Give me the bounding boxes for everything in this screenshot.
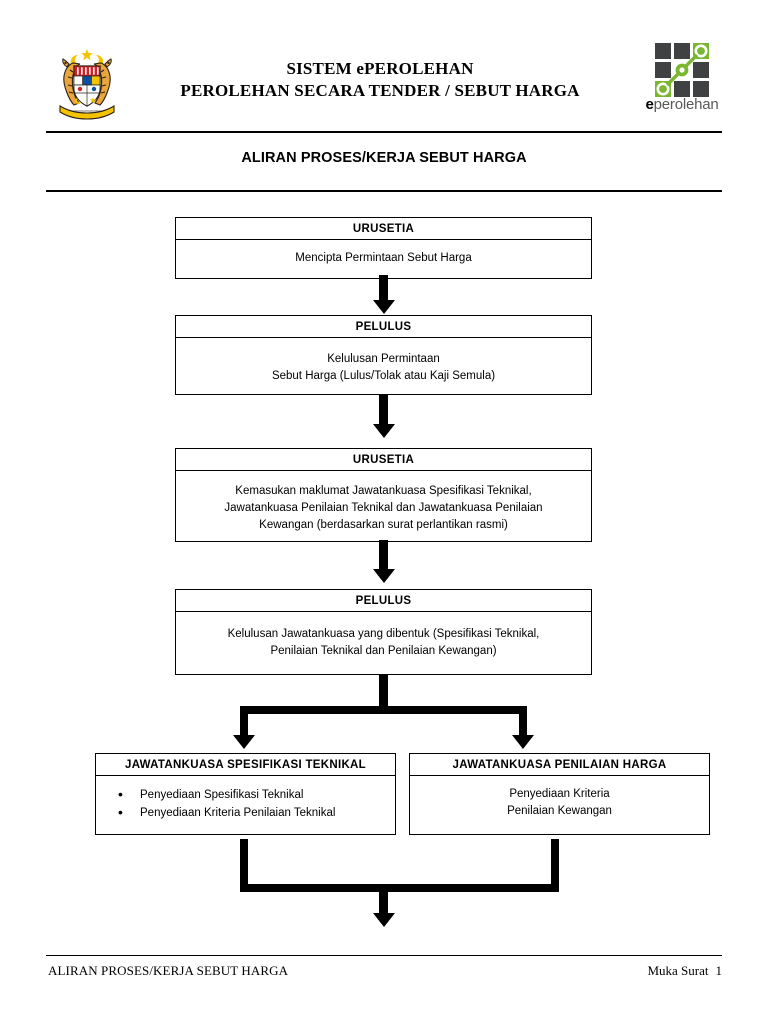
- connector-merge-left-stem: [240, 839, 248, 891]
- eperolehan-logo: eperolehan: [636, 42, 728, 114]
- eperolehan-wordmark-rest: perolehan: [653, 96, 719, 113]
- flow-box-body: Penyediaan Kriteria Penilaian Kewangan: [410, 776, 709, 834]
- connector-arrow-2: [372, 424, 395, 438]
- connector-split-right-leg: [519, 706, 527, 738]
- flow-box-header: URUSETIA: [176, 218, 591, 240]
- header-title-block: SISTEM ePEROLEHAN PEROLEHAN SECARA TENDE…: [130, 58, 630, 102]
- footer-divider: [46, 955, 722, 956]
- connector-line-1: [379, 275, 388, 303]
- eperolehan-wordmark: eperolehan: [636, 96, 728, 113]
- flow-box-header: PELULUS: [176, 590, 591, 612]
- footer-page-indicator: Muka Surat 1: [647, 963, 722, 979]
- flow-box-jk-spesifikasi-teknikal: JAWATANKUASA SPESIFIKASI TEKNIKAL Penyed…: [95, 753, 396, 835]
- connector-merge-out: [379, 884, 388, 916]
- flow-box-pelulus-2: PELULUS Kelulusan Jawatankuasa yang dibe…: [175, 589, 592, 675]
- flow-box-body-line: Kemasukan maklumat Jawatankuasa Spesifik…: [235, 485, 532, 497]
- flow-box-header: JAWATANKUASA SPESIFIKASI TEKNIKAL: [96, 754, 395, 776]
- header-title-line-1: SISTEM ePEROLEHAN: [286, 59, 474, 78]
- connector-merge-right-stem: [551, 839, 559, 891]
- connector-split-stem: [379, 674, 388, 710]
- flow-box-body: Kelulusan Permintaan Sebut Harga (Lulus/…: [176, 338, 591, 394]
- flow-box-body-line: Penilaian Kewangan: [507, 805, 612, 817]
- list-item: Penyediaan Kriteria Penilaian Teknikal: [110, 803, 385, 822]
- connector-merge-bar: [240, 884, 559, 892]
- flow-box-header: URUSETIA: [176, 449, 591, 471]
- connector-split-left-arrow: [233, 735, 255, 749]
- connector-line-3: [379, 540, 388, 572]
- flow-box-urusetia-2: URUSETIA Kemasukan maklumat Jawatankuasa…: [175, 448, 592, 542]
- flow-box-urusetia-1: URUSETIA Mencipta Permintaan Sebut Harga: [175, 217, 592, 279]
- flow-box-body-line: Kelulusan Jawatankuasa yang dibentuk (Sp…: [227, 628, 540, 640]
- flow-box-body: Kemasukan maklumat Jawatankuasa Spesifik…: [176, 471, 591, 541]
- bullet-list: Penyediaan Spesifikasi Teknikal Penyedia…: [110, 785, 385, 822]
- header-divider-top: [46, 131, 722, 133]
- eperolehan-grid-icon: [654, 42, 710, 98]
- flow-box-header: JAWATANKUASA PENILAIAN HARGA: [410, 754, 709, 776]
- connector-split-left-leg: [240, 706, 248, 738]
- document-header: SISTEM ePEROLEHAN PEROLEHAN SECARA TENDE…: [0, 0, 768, 128]
- header-title-line-2: PEROLEHAN SECARA TENDER / SEBUT HARGA: [180, 81, 580, 100]
- connector-merge-arrow: [372, 913, 395, 927]
- flow-box-body: Kelulusan Jawatankuasa yang dibentuk (Sp…: [176, 612, 591, 674]
- flow-box-body-line: Kewangan (berdasarkan surat perlantikan …: [259, 519, 508, 531]
- flow-box-jk-penilaian-harga: JAWATANKUASA PENILAIAN HARGA Penyediaan …: [409, 753, 710, 835]
- flow-box-pelulus-1: PELULUS Kelulusan Permintaan Sebut Harga…: [175, 315, 592, 395]
- connector-split-bar: [240, 706, 527, 714]
- header-divider-bottom: [46, 190, 722, 192]
- malaysia-coat-of-arms-icon: [56, 46, 118, 120]
- flow-box-body-line: Mencipta Permintaan Sebut Harga: [295, 252, 472, 264]
- connector-arrow-1: [372, 300, 395, 314]
- list-item: Penyediaan Spesifikasi Teknikal: [110, 785, 385, 804]
- flow-box-header: PELULUS: [176, 316, 591, 338]
- flow-box-body: Mencipta Permintaan Sebut Harga: [176, 240, 591, 278]
- flow-box-body-line: Jawatankuasa Penilaian Teknikal dan Jawa…: [224, 502, 543, 514]
- eperolehan-wordmark-e: e: [645, 96, 654, 113]
- connector-line-2: [379, 394, 388, 427]
- connector-arrow-3: [372, 569, 395, 583]
- flow-box-body: Penyediaan Spesifikasi Teknikal Penyedia…: [96, 776, 395, 834]
- footer-page-label: Muka Surat: [647, 963, 709, 978]
- page-title: ALIRAN PROSES/KERJA SEBUT HARGA: [241, 150, 527, 166]
- connector-split-right-arrow: [512, 735, 534, 749]
- footer-page-number: 1: [715, 963, 723, 978]
- flow-box-body-line: Kelulusan Permintaan: [327, 353, 440, 365]
- flow-box-body-line: Sebut Harga (Lulus/Tolak atau Kaji Semul…: [271, 370, 496, 382]
- flow-box-body-line: Penilaian Teknikal dan Penilaian Kewanga…: [270, 645, 497, 657]
- flow-box-body-line: Penyediaan Kriteria: [509, 788, 610, 800]
- footer-document-title: ALIRAN PROSES/KERJA SEBUT HARGA: [48, 963, 289, 978]
